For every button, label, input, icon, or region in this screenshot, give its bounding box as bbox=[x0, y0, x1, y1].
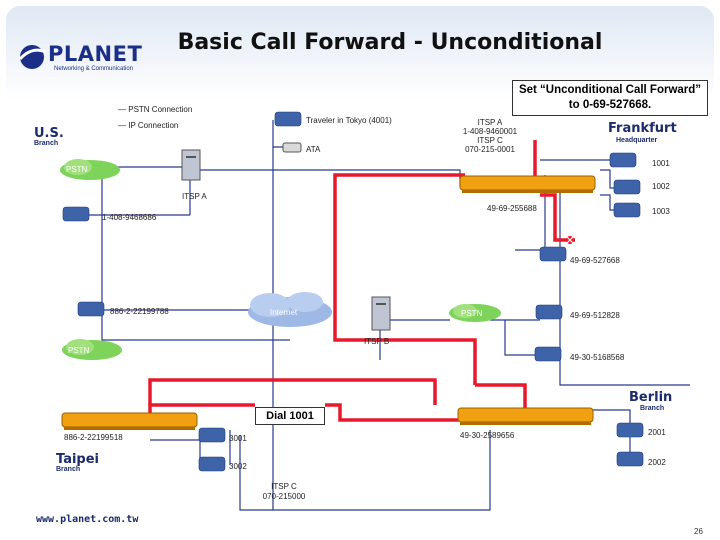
berlin-gateway-icon bbox=[457, 407, 594, 425]
itsp-box-line2: 1-408-9460001 bbox=[462, 127, 518, 136]
pstn-cloud-frankfurt bbox=[449, 304, 501, 322]
legend-pstn-label: PSTN Connection bbox=[128, 105, 193, 114]
itsp-b-server-icon bbox=[371, 296, 391, 331]
frankfurt-pstn-number: 49-69-512828 bbox=[570, 311, 620, 320]
link-lines bbox=[75, 120, 690, 511]
ringing-icon bbox=[565, 235, 575, 245]
traveler-phone-icon bbox=[274, 111, 302, 127]
pstn-cloud-us bbox=[60, 159, 120, 180]
dial-label-box: Dial 1001 bbox=[255, 407, 325, 425]
legend-ip: — IP Connection bbox=[118, 121, 179, 130]
frankfurt-sub-label: Headquarter bbox=[616, 137, 658, 144]
itsp-a-label: ITSP A bbox=[182, 192, 207, 201]
frankfurt-ext-1002: 1002 bbox=[652, 182, 670, 191]
pstn-cloud-taipei bbox=[62, 339, 122, 360]
frankfurt-pstn-phone-icon bbox=[535, 304, 563, 320]
pstn-frankfurt-label: PSTN bbox=[461, 309, 483, 318]
us-city-label: U.S. bbox=[34, 126, 64, 141]
traveler-label: Traveler in Tokyo (4001) bbox=[306, 116, 392, 125]
pstn-taipei-label: PSTN bbox=[68, 346, 90, 355]
internet-label: Internet bbox=[270, 308, 298, 317]
berlin-ext-2002: 2002 bbox=[648, 458, 666, 467]
berlin-city-label: Berlin bbox=[629, 390, 673, 405]
planet-logo: PLANET Networking & Communication bbox=[18, 42, 142, 80]
taipei-gateway-number: 886-2-22199518 bbox=[64, 433, 123, 442]
frankfurt-ext-1003: 1003 bbox=[652, 207, 670, 216]
taipei-sub-label: Branch bbox=[56, 466, 81, 473]
forward-target-number: 49-69-527668 bbox=[570, 256, 620, 265]
frankfurt-gateway-icon bbox=[459, 175, 596, 193]
logo-tagline: Networking & Communication bbox=[54, 66, 134, 72]
itsp-info-box: ITSP A 1-408-9460001 ITSP C 070-215-0001 bbox=[440, 118, 540, 154]
page-number: 26 bbox=[694, 527, 703, 536]
itsp-box-line4: 070-215-0001 bbox=[465, 145, 515, 154]
itsp-a-server-icon bbox=[181, 149, 201, 181]
taipei-pstn-number: 886-2-22199788 bbox=[110, 307, 169, 316]
us-number: 1-408-9468686 bbox=[102, 213, 157, 222]
berlin-phone-2001-icon bbox=[616, 422, 644, 438]
legend-pstn: — PSTN Connection bbox=[118, 105, 193, 114]
footer-url[interactable]: www.planet.com.tw bbox=[36, 514, 139, 525]
taipei-phone-3001-icon bbox=[198, 427, 226, 443]
forward-target-phone-icon bbox=[539, 246, 567, 262]
berlin-phone-2002-icon bbox=[616, 451, 644, 467]
callout-note: Set “Unconditional Call Forward” to 0-69… bbox=[512, 80, 708, 116]
taipei-phone-3002-icon bbox=[198, 456, 226, 472]
planet-globe-icon bbox=[18, 45, 47, 69]
logo-word: PLANET bbox=[48, 42, 143, 66]
ata-label: ATA bbox=[306, 145, 321, 154]
itsp-c-block: ITSP C 070-215000 bbox=[254, 482, 314, 502]
frankfurt-gateway-number: 49-69-255688 bbox=[487, 204, 537, 213]
berlin-sub-label: Branch bbox=[640, 405, 665, 412]
taipei-pstn-phone-icon bbox=[77, 301, 105, 317]
frankfurt-phone-1002-icon bbox=[613, 179, 641, 195]
frankfurt-city-label: Frankfurt bbox=[608, 121, 677, 136]
itsp-box-line3: ITSP C bbox=[477, 136, 503, 145]
us-phone-icon bbox=[62, 206, 90, 222]
taipei-ext-3001: 3001 bbox=[229, 434, 247, 443]
frankfurt-phone-1001-icon bbox=[609, 152, 637, 168]
ata-device-icon bbox=[282, 142, 302, 153]
frankfurt-phone-1003-icon bbox=[613, 202, 641, 218]
taipei-ext-3002: 3002 bbox=[229, 462, 247, 471]
us-sub-label: Branch bbox=[34, 140, 59, 147]
itsp-c-label: ITSP C bbox=[271, 482, 297, 491]
itsp-c-number: 070-215000 bbox=[262, 492, 306, 501]
berlin-gateway-number: 49-30-2589656 bbox=[460, 431, 515, 440]
itsp-box-line1: ITSP A bbox=[477, 118, 503, 127]
itsp-b-number: 49-30-5168568 bbox=[570, 353, 625, 362]
page-title: Basic Call Forward - Unconditional bbox=[177, 30, 603, 55]
berlin-ext-2001: 2001 bbox=[648, 428, 666, 437]
legend-ip-label: IP Connection bbox=[128, 121, 179, 130]
taipei-city-label: Taipei bbox=[56, 452, 99, 467]
taipei-gateway-icon bbox=[61, 412, 198, 430]
itsp-b-phone-icon bbox=[534, 346, 562, 362]
frankfurt-ext-1001: 1001 bbox=[652, 159, 670, 168]
internet-cloud bbox=[248, 292, 332, 327]
pstn-us-label: PSTN bbox=[66, 165, 88, 174]
itsp-b-label: ITSP B bbox=[364, 337, 390, 346]
